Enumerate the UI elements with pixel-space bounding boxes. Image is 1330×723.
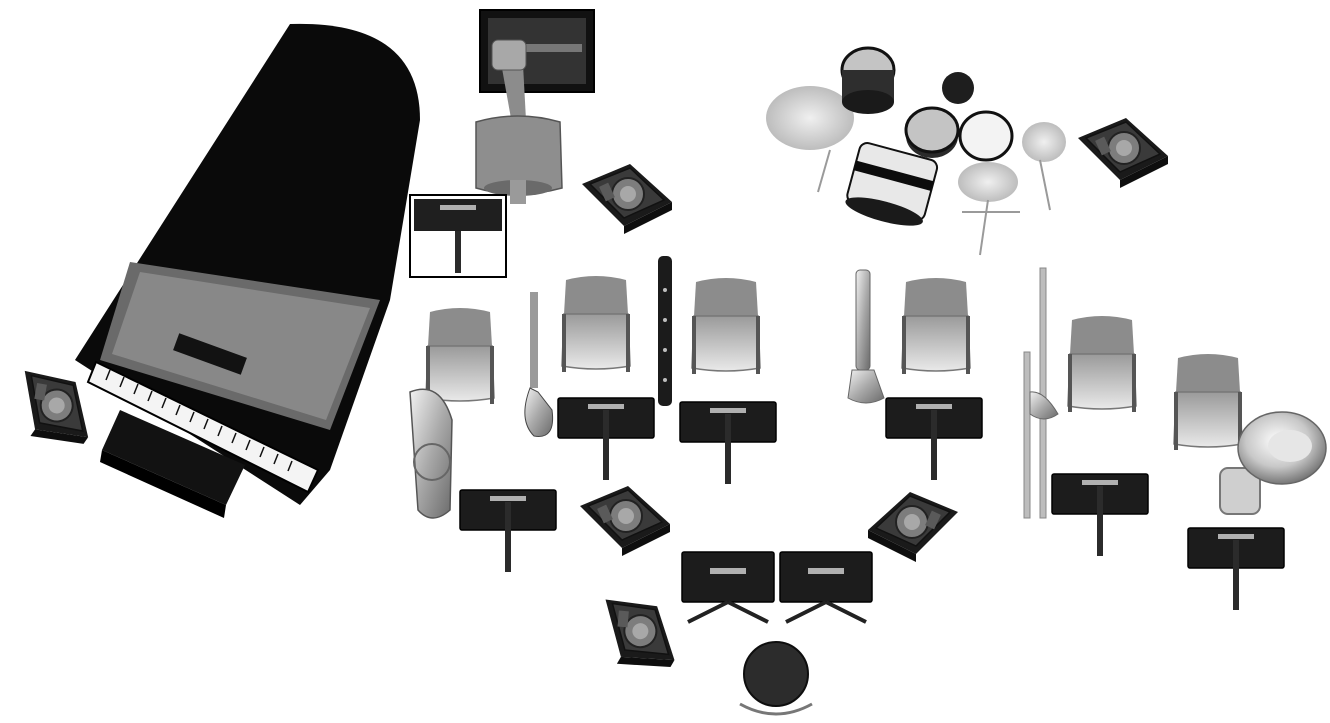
music-stand-icon [886, 398, 982, 480]
chair-icon [902, 278, 970, 374]
music-stand-icon [1052, 474, 1148, 556]
drum-kit-icon [766, 48, 1066, 255]
stage-monitor-icon [581, 582, 694, 688]
music-stand-icon [558, 398, 654, 480]
alto-saxophone-icon [525, 292, 553, 436]
music-stand-icon [682, 552, 774, 622]
clarinet-icon [658, 256, 672, 406]
conductor-stool-icon [740, 642, 812, 714]
chair-icon [1174, 354, 1242, 450]
stage-monitor-icon [580, 486, 670, 556]
stage-monitor-icon [1078, 118, 1168, 188]
baritone-saxophone-icon [410, 389, 452, 518]
chair-icon [562, 276, 630, 372]
music-stand-icon [780, 552, 872, 622]
chair-icon [692, 278, 760, 374]
chair-icon [426, 308, 494, 404]
chair-icon [1068, 316, 1136, 412]
stage-monitor-icon [582, 164, 672, 234]
stage-monitor-icon [868, 492, 958, 562]
music-stand-icon [410, 195, 506, 277]
music-stand-icon [680, 402, 776, 484]
trumpet-icon [848, 270, 884, 403]
music-stand-icon [1188, 528, 1284, 610]
music-stand-icon [460, 490, 556, 572]
